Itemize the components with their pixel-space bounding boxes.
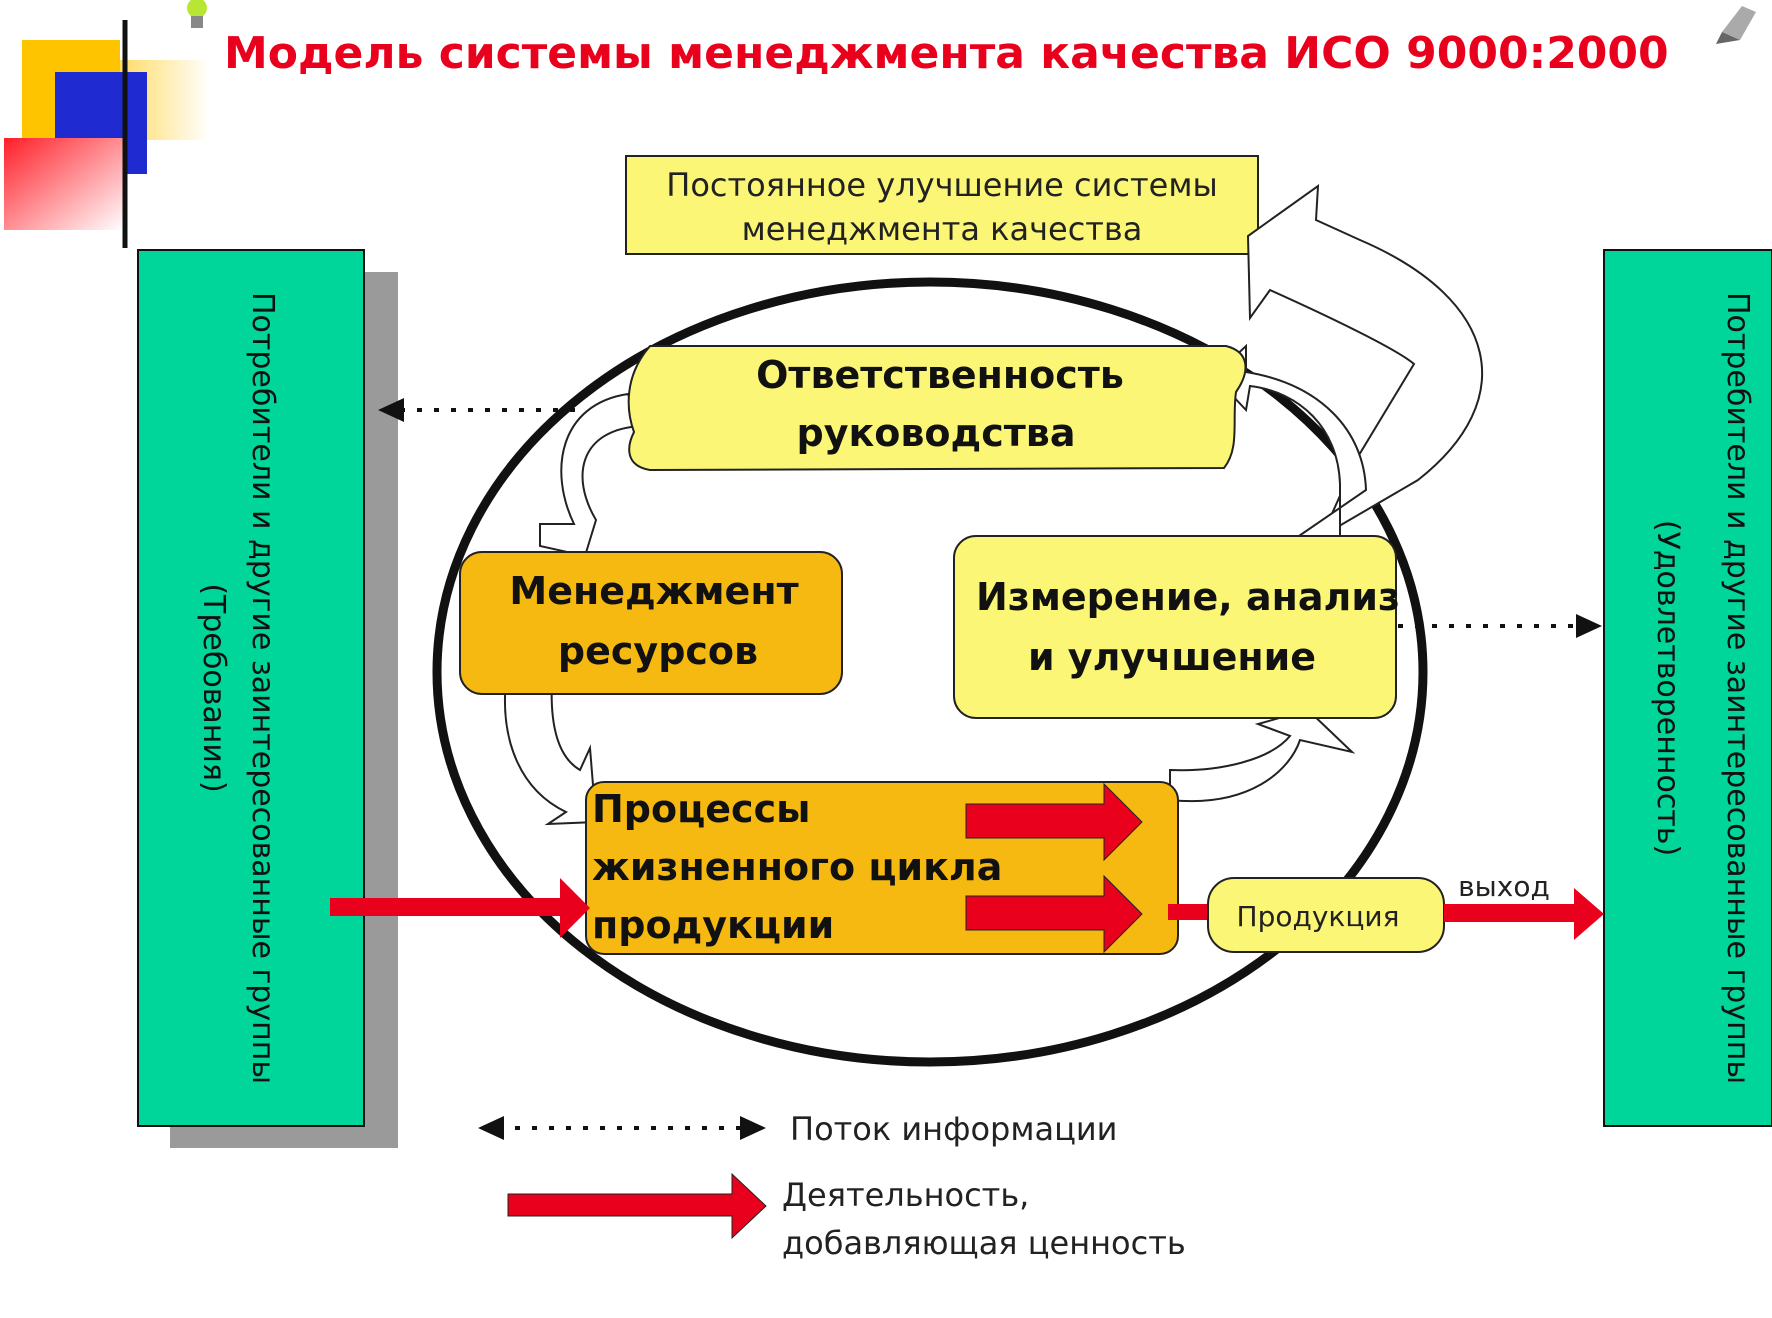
legend-value-arrow (507, 1172, 767, 1240)
input-arrow (330, 878, 590, 938)
measurement-box (953, 535, 1397, 719)
resources-line1: Менеджмент (509, 569, 798, 613)
cycle-arrow-processes-to-measurement (1169, 708, 1356, 803)
legend-value-line2: добавляющая ценность (782, 1224, 1186, 1262)
value-arrow-upper (965, 782, 1143, 862)
right-stakeholders-box (1603, 249, 1772, 1127)
right-side-label: Потребители и другие заинтересованные гр… (1720, 292, 1755, 1084)
continuous-improvement-line2: менеджмента качества (742, 210, 1143, 248)
processes-line2: жизненного цикла (592, 845, 1002, 889)
resources-box (459, 551, 843, 695)
decorative-logo (4, 20, 1772, 248)
legend-info-flow-label: Поток информации (790, 1110, 1117, 1148)
output-label: выход (1458, 870, 1550, 903)
cycle-arrow-resources-to-processes (504, 679, 598, 826)
lightbulb-icon (187, 0, 207, 28)
left-side-requirements: (Требования) (196, 583, 231, 792)
left-stakeholders-box (137, 249, 365, 1127)
responsibility-line1: Ответственность (756, 353, 1124, 397)
product-label: Продукция (1237, 900, 1400, 933)
value-arrow-lower (965, 874, 1143, 954)
legend: Поток информации Деятельность, добавляющ… (478, 1110, 1186, 1262)
page-title: Модель системы менеджмента качества ИСО … (224, 28, 1669, 79)
pen-icon (1716, 6, 1756, 44)
output-arrow (1444, 888, 1604, 940)
continuous-improvement-box (625, 155, 1259, 255)
measurement-line1: Измерение, анализ (976, 575, 1400, 619)
resources-line2: ресурсов (558, 629, 758, 673)
quality-system-ellipse (432, 277, 1428, 1067)
improvement-arrow (1246, 183, 1483, 539)
continuous-improvement-line1: Постоянное улучшение системы (666, 166, 1217, 204)
measurement-line2: и улучшение (1028, 635, 1316, 679)
legend-value-line1: Деятельность, (782, 1176, 1029, 1214)
left-side-label: Потребители и другие заинтересованные гр… (245, 292, 280, 1084)
processes-line1: Процессы (592, 787, 810, 831)
responsibility-line2: руководства (797, 411, 1076, 455)
right-side-satisfaction: (Удовлетворенность) (1650, 520, 1685, 856)
processes-line3: продукции (592, 903, 834, 947)
responsibility-box (627, 345, 1247, 472)
